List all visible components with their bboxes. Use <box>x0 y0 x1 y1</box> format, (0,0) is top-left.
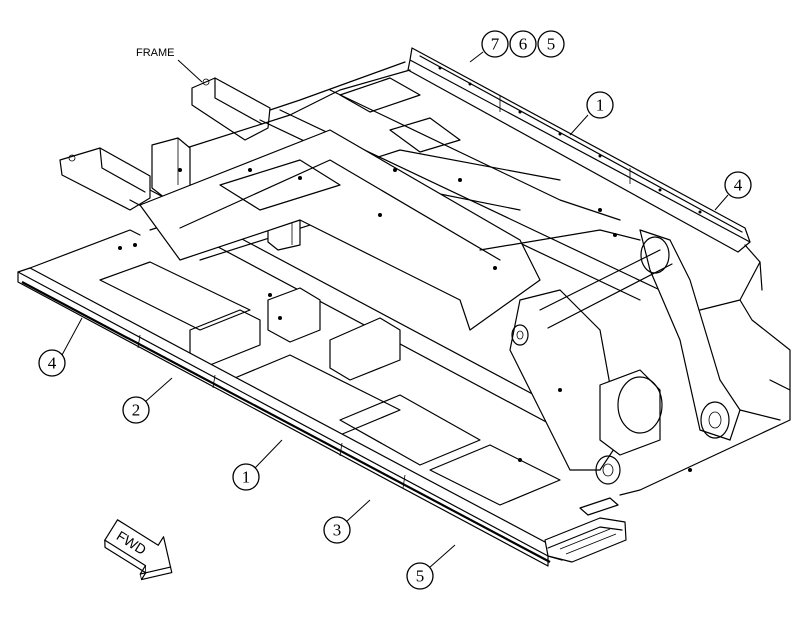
callout-5-top: 5 <box>537 30 565 58</box>
frame-main-beam <box>139 129 641 331</box>
callout-7-leader <box>469 51 484 63</box>
frame-floor-openings <box>99 77 561 506</box>
callout-2: 2 <box>122 377 173 424</box>
frame-step <box>544 497 627 563</box>
frame-fasteners <box>118 168 692 472</box>
callout-1-bottom: 1 <box>232 439 283 491</box>
callout-4-right-text: 4 <box>734 176 743 195</box>
callout-5-bottom: 5 <box>406 544 456 590</box>
callout-7: 7 <box>481 30 509 58</box>
frame-pivot-assembly <box>509 229 741 485</box>
callout-1-bottom-text: 1 <box>242 468 251 487</box>
rail-right-rear <box>407 47 751 253</box>
frame-bracket-upper <box>59 77 271 211</box>
frame-label: FRAME <box>136 47 175 59</box>
rail-left-side <box>17 229 571 567</box>
callout-2-text: 2 <box>132 401 141 420</box>
callout-7-text: 7 <box>491 35 500 54</box>
frame-drawing <box>17 47 791 567</box>
frame-label-group: FRAME <box>136 47 203 83</box>
callout-4-left: 4 <box>38 317 83 377</box>
callout-5-bottom-text: 5 <box>416 567 425 586</box>
callout-5-top-text: 5 <box>547 35 556 54</box>
callout-3-text: 3 <box>333 521 342 540</box>
callout-3: 3 <box>323 499 371 544</box>
callout-4-right: 4 <box>714 171 752 211</box>
callout-6-text: 6 <box>519 35 528 54</box>
callout-6: 6 <box>509 30 537 58</box>
callout-4-left-text: 4 <box>48 354 57 373</box>
callout-1-top-text: 1 <box>596 96 605 115</box>
fwd-arrow: FWD <box>104 519 173 581</box>
frame-label-leader <box>177 59 203 83</box>
callout-1-top: 1 <box>569 91 614 136</box>
